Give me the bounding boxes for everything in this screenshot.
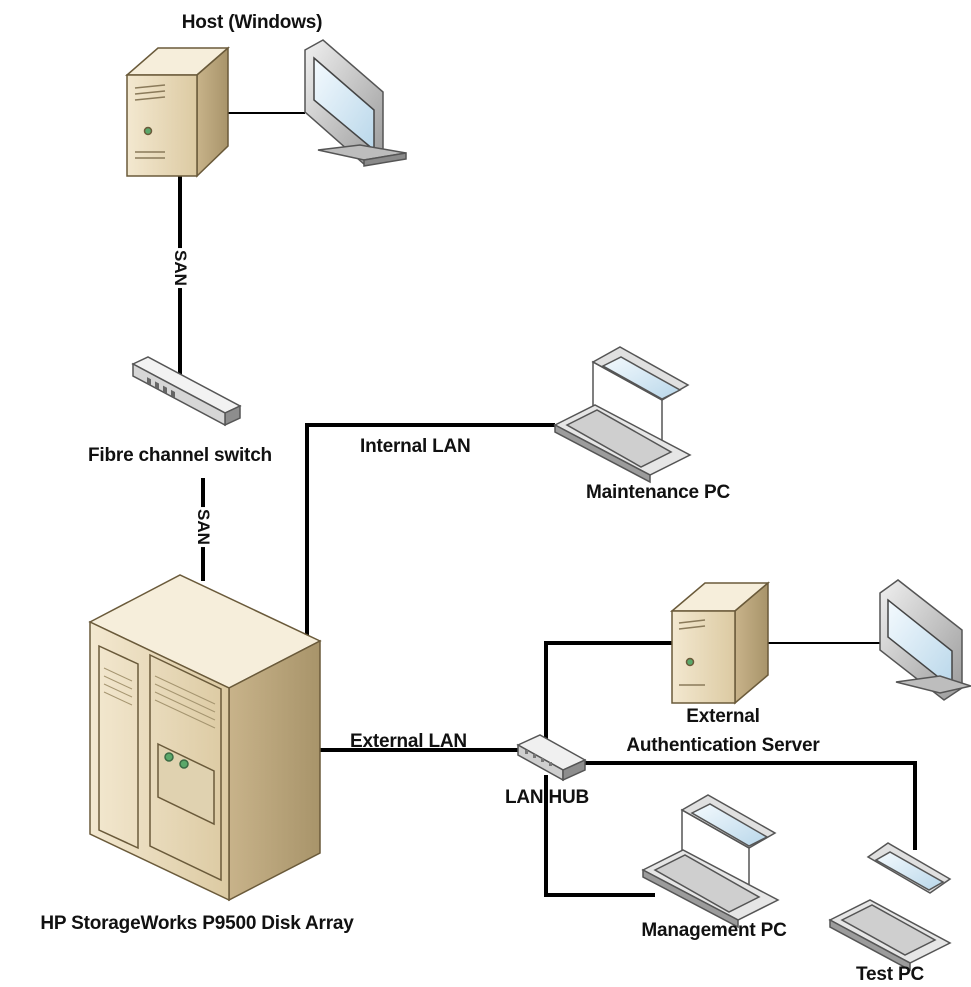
external-lan-label: External LAN <box>350 731 467 752</box>
test-pc-icon <box>828 842 952 972</box>
auth-server-label-line1: External <box>686 706 760 727</box>
disk-array-label: HP StorageWorks P9500 Disk Array <box>40 913 354 934</box>
management-pc-label: Management PC <box>641 920 787 941</box>
host-label: Host (Windows) <box>181 12 323 33</box>
hub-auth-link <box>544 641 675 745</box>
connection-lines <box>178 112 917 897</box>
auth-server-icon <box>669 581 771 705</box>
fibre-channel-switch-label: Fibre channel switch <box>88 445 272 466</box>
hub-test-link <box>580 761 917 850</box>
host-server-icon <box>124 46 231 178</box>
auth-server-label-line2: Authentication Server <box>626 735 820 756</box>
san-bottom-label: SAN <box>193 507 213 547</box>
maintenance-pc-label: Maintenance PC <box>586 482 730 503</box>
host-monitor-icon <box>304 39 407 167</box>
test-pc-label: Test PC <box>856 964 924 985</box>
lan-hub-label: LAN HUB <box>504 787 590 808</box>
hub-management-link <box>544 775 655 897</box>
fibre-channel-switch-icon <box>131 356 242 427</box>
maintenance-pc-icon <box>553 346 692 484</box>
internal-lan-link <box>305 423 555 642</box>
management-pc-icon <box>641 794 780 929</box>
lan-hub-icon <box>516 734 587 782</box>
disk-array-icon <box>88 574 322 902</box>
san-top-label: SAN <box>170 248 190 288</box>
internal-lan-label: Internal LAN <box>360 436 471 457</box>
auth-monitor-icon <box>879 579 971 701</box>
